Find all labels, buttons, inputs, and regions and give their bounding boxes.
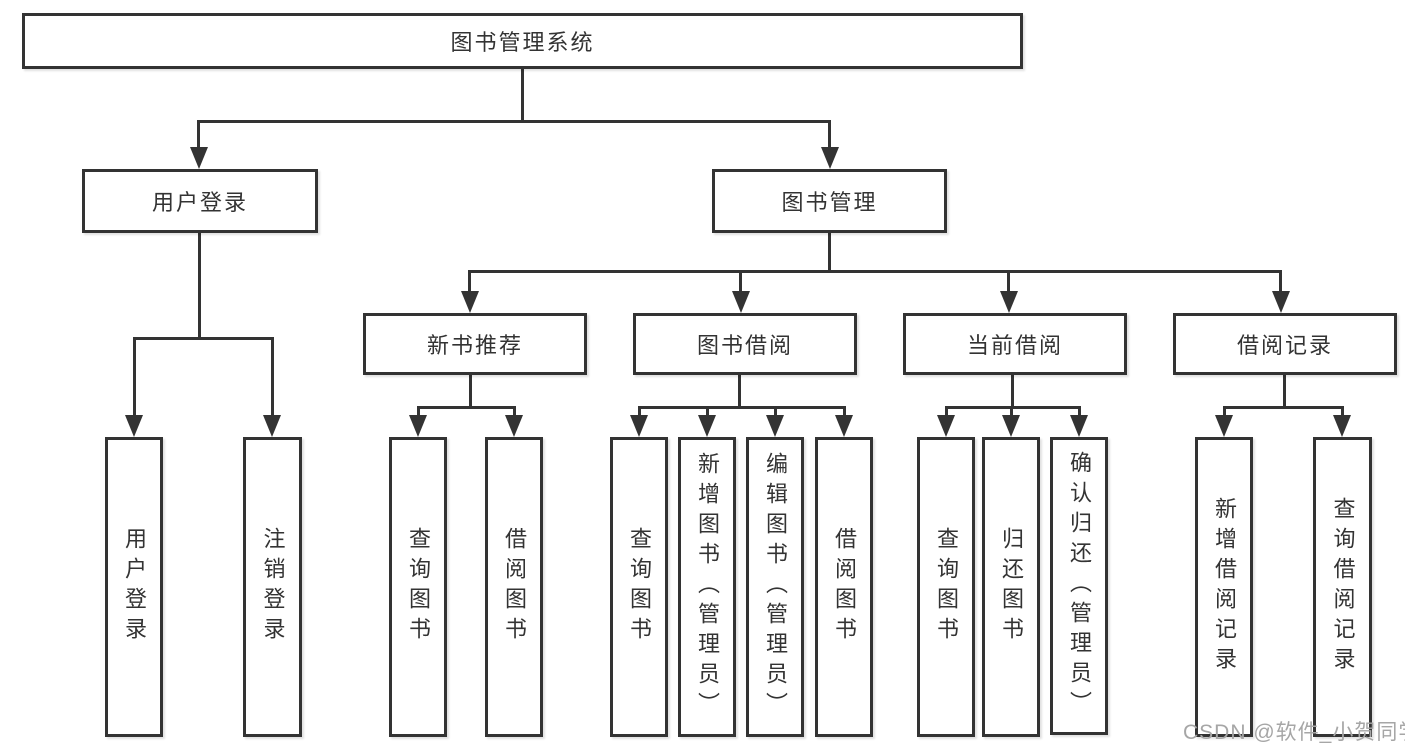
- node-label: 图书借阅: [696, 333, 793, 358]
- leaf-label: 借阅图书: [502, 527, 527, 647]
- connector-mgmt-drop-1: [468, 270, 471, 293]
- connector-borrow-stem: [738, 375, 741, 406]
- arrow-down-icon: [821, 147, 839, 169]
- connector-login-drop-2: [271, 337, 274, 417]
- connector-records-drop-2: [1341, 406, 1344, 417]
- connector-recommend-drop-1: [417, 406, 420, 417]
- leaf-label: 确认归还（管理员）: [1067, 451, 1092, 721]
- leaf-label: 查询借阅记录: [1330, 497, 1356, 677]
- leaf-query-books-borrow: 查询图书: [610, 437, 668, 737]
- node-borrow-records: 借阅记录: [1173, 313, 1397, 375]
- connector-root-drop-right: [828, 120, 831, 150]
- connector-root-stem: [521, 69, 524, 120]
- node-label: 图书管理: [781, 190, 878, 215]
- leaf-label: 新增借阅记录: [1212, 497, 1237, 677]
- leaf-borrow-books-recommend: 借阅图书: [485, 437, 543, 737]
- arrow-down-icon: [835, 415, 853, 437]
- connector-mgmt-drop-4: [1279, 270, 1282, 293]
- arrow-down-icon: [461, 291, 479, 313]
- csdn-watermark: CSDN @软件_小贺同学: [1183, 721, 1405, 744]
- node-label: 当前借阅: [966, 333, 1063, 358]
- leaf-label: 注销登录: [260, 527, 286, 647]
- node-user-login: 用户登录: [82, 169, 318, 233]
- arrow-down-icon: [1070, 415, 1088, 437]
- arrow-down-icon: [732, 291, 750, 313]
- leaf-label: 新增图书（管理员）: [695, 452, 720, 722]
- connector-root-drop-left: [197, 120, 200, 150]
- leaf-user-login: 用户登录: [105, 437, 163, 737]
- leaf-logout: 注销登录: [243, 437, 302, 737]
- connector-borrow-drop-3: [774, 406, 777, 417]
- leaf-label: 查询图书: [406, 527, 431, 647]
- node-book-borrow: 图书借阅: [633, 313, 857, 375]
- arrow-down-icon: [409, 415, 427, 437]
- arrow-down-icon: [766, 415, 784, 437]
- connector-current-bar: [945, 406, 1081, 409]
- connector-borrow-drop-2: [706, 406, 709, 417]
- connector-records-bar: [1223, 406, 1344, 409]
- arrow-down-icon: [1002, 415, 1020, 437]
- connector-login-bar: [133, 337, 274, 340]
- arrow-down-icon: [1000, 291, 1018, 313]
- arrow-down-icon: [263, 415, 281, 437]
- connector-current-drop-1: [945, 406, 948, 417]
- connector-mgmt-drop-2: [739, 270, 742, 293]
- connector-login-stem: [198, 233, 201, 337]
- arrow-down-icon: [630, 415, 648, 437]
- connector-records-stem: [1283, 375, 1286, 406]
- leaf-query-borrow-record: 查询借阅记录: [1313, 437, 1372, 737]
- node-label: 图书管理系统: [450, 30, 595, 55]
- node-new-book-recommend: 新书推荐: [363, 313, 587, 375]
- connector-borrow-drop-1: [638, 406, 641, 417]
- connector-recommend-bar: [417, 406, 515, 409]
- connector-login-drop-1: [133, 337, 136, 417]
- leaf-label: 编辑图书（管理员）: [763, 452, 788, 722]
- connector-current-drop-3: [1078, 406, 1081, 417]
- leaf-borrow-books: 借阅图书: [815, 437, 873, 737]
- arrow-down-icon: [125, 415, 143, 437]
- connector-current-stem: [1011, 375, 1014, 406]
- leaf-label: 借阅图书: [832, 527, 857, 647]
- leaf-label: 归还图书: [999, 527, 1024, 647]
- connector-mgmt-stem: [828, 233, 831, 270]
- arrow-down-icon: [698, 415, 716, 437]
- connector-current-drop-2: [1010, 406, 1013, 417]
- arrow-down-icon: [937, 415, 955, 437]
- leaf-add-book-admin: 新增图书（管理员）: [678, 437, 736, 737]
- connector-borrow-drop-4: [843, 406, 846, 417]
- leaf-return-book: 归还图书: [982, 437, 1040, 737]
- node-label: 新书推荐: [426, 333, 523, 358]
- connector-recommend-stem: [469, 375, 472, 406]
- leaf-label: 查询图书: [934, 527, 959, 647]
- arrow-down-icon: [1215, 415, 1233, 437]
- arrow-down-icon: [1272, 291, 1290, 313]
- node-label: 用户登录: [151, 190, 248, 215]
- leaf-label: 用户登录: [122, 527, 147, 647]
- node-library-management-system: 图书管理系统: [22, 13, 1023, 69]
- connector-records-drop-1: [1223, 406, 1226, 417]
- leaf-label: 查询图书: [627, 527, 652, 647]
- connector-mgmt-drop-3: [1007, 270, 1010, 293]
- connector-borrow-bar: [638, 406, 845, 409]
- node-current-borrow: 当前借阅: [903, 313, 1127, 375]
- leaf-query-books-recommend: 查询图书: [389, 437, 447, 737]
- leaf-confirm-return-admin: 确认归还（管理员）: [1050, 437, 1108, 735]
- connector-root-bar: [197, 120, 831, 123]
- connector-mgmt-bar: [468, 270, 1282, 273]
- node-book-management: 图书管理: [712, 169, 947, 233]
- leaf-query-books-current: 查询图书: [917, 437, 975, 737]
- connector-recommend-drop-2: [513, 406, 516, 417]
- arrow-down-icon: [505, 415, 523, 437]
- leaf-edit-book-admin: 编辑图书（管理员）: [746, 437, 804, 737]
- leaf-add-borrow-record: 新增借阅记录: [1195, 437, 1253, 737]
- arrow-down-icon: [190, 147, 208, 169]
- node-label: 借阅记录: [1236, 333, 1333, 358]
- arrow-down-icon: [1333, 415, 1351, 437]
